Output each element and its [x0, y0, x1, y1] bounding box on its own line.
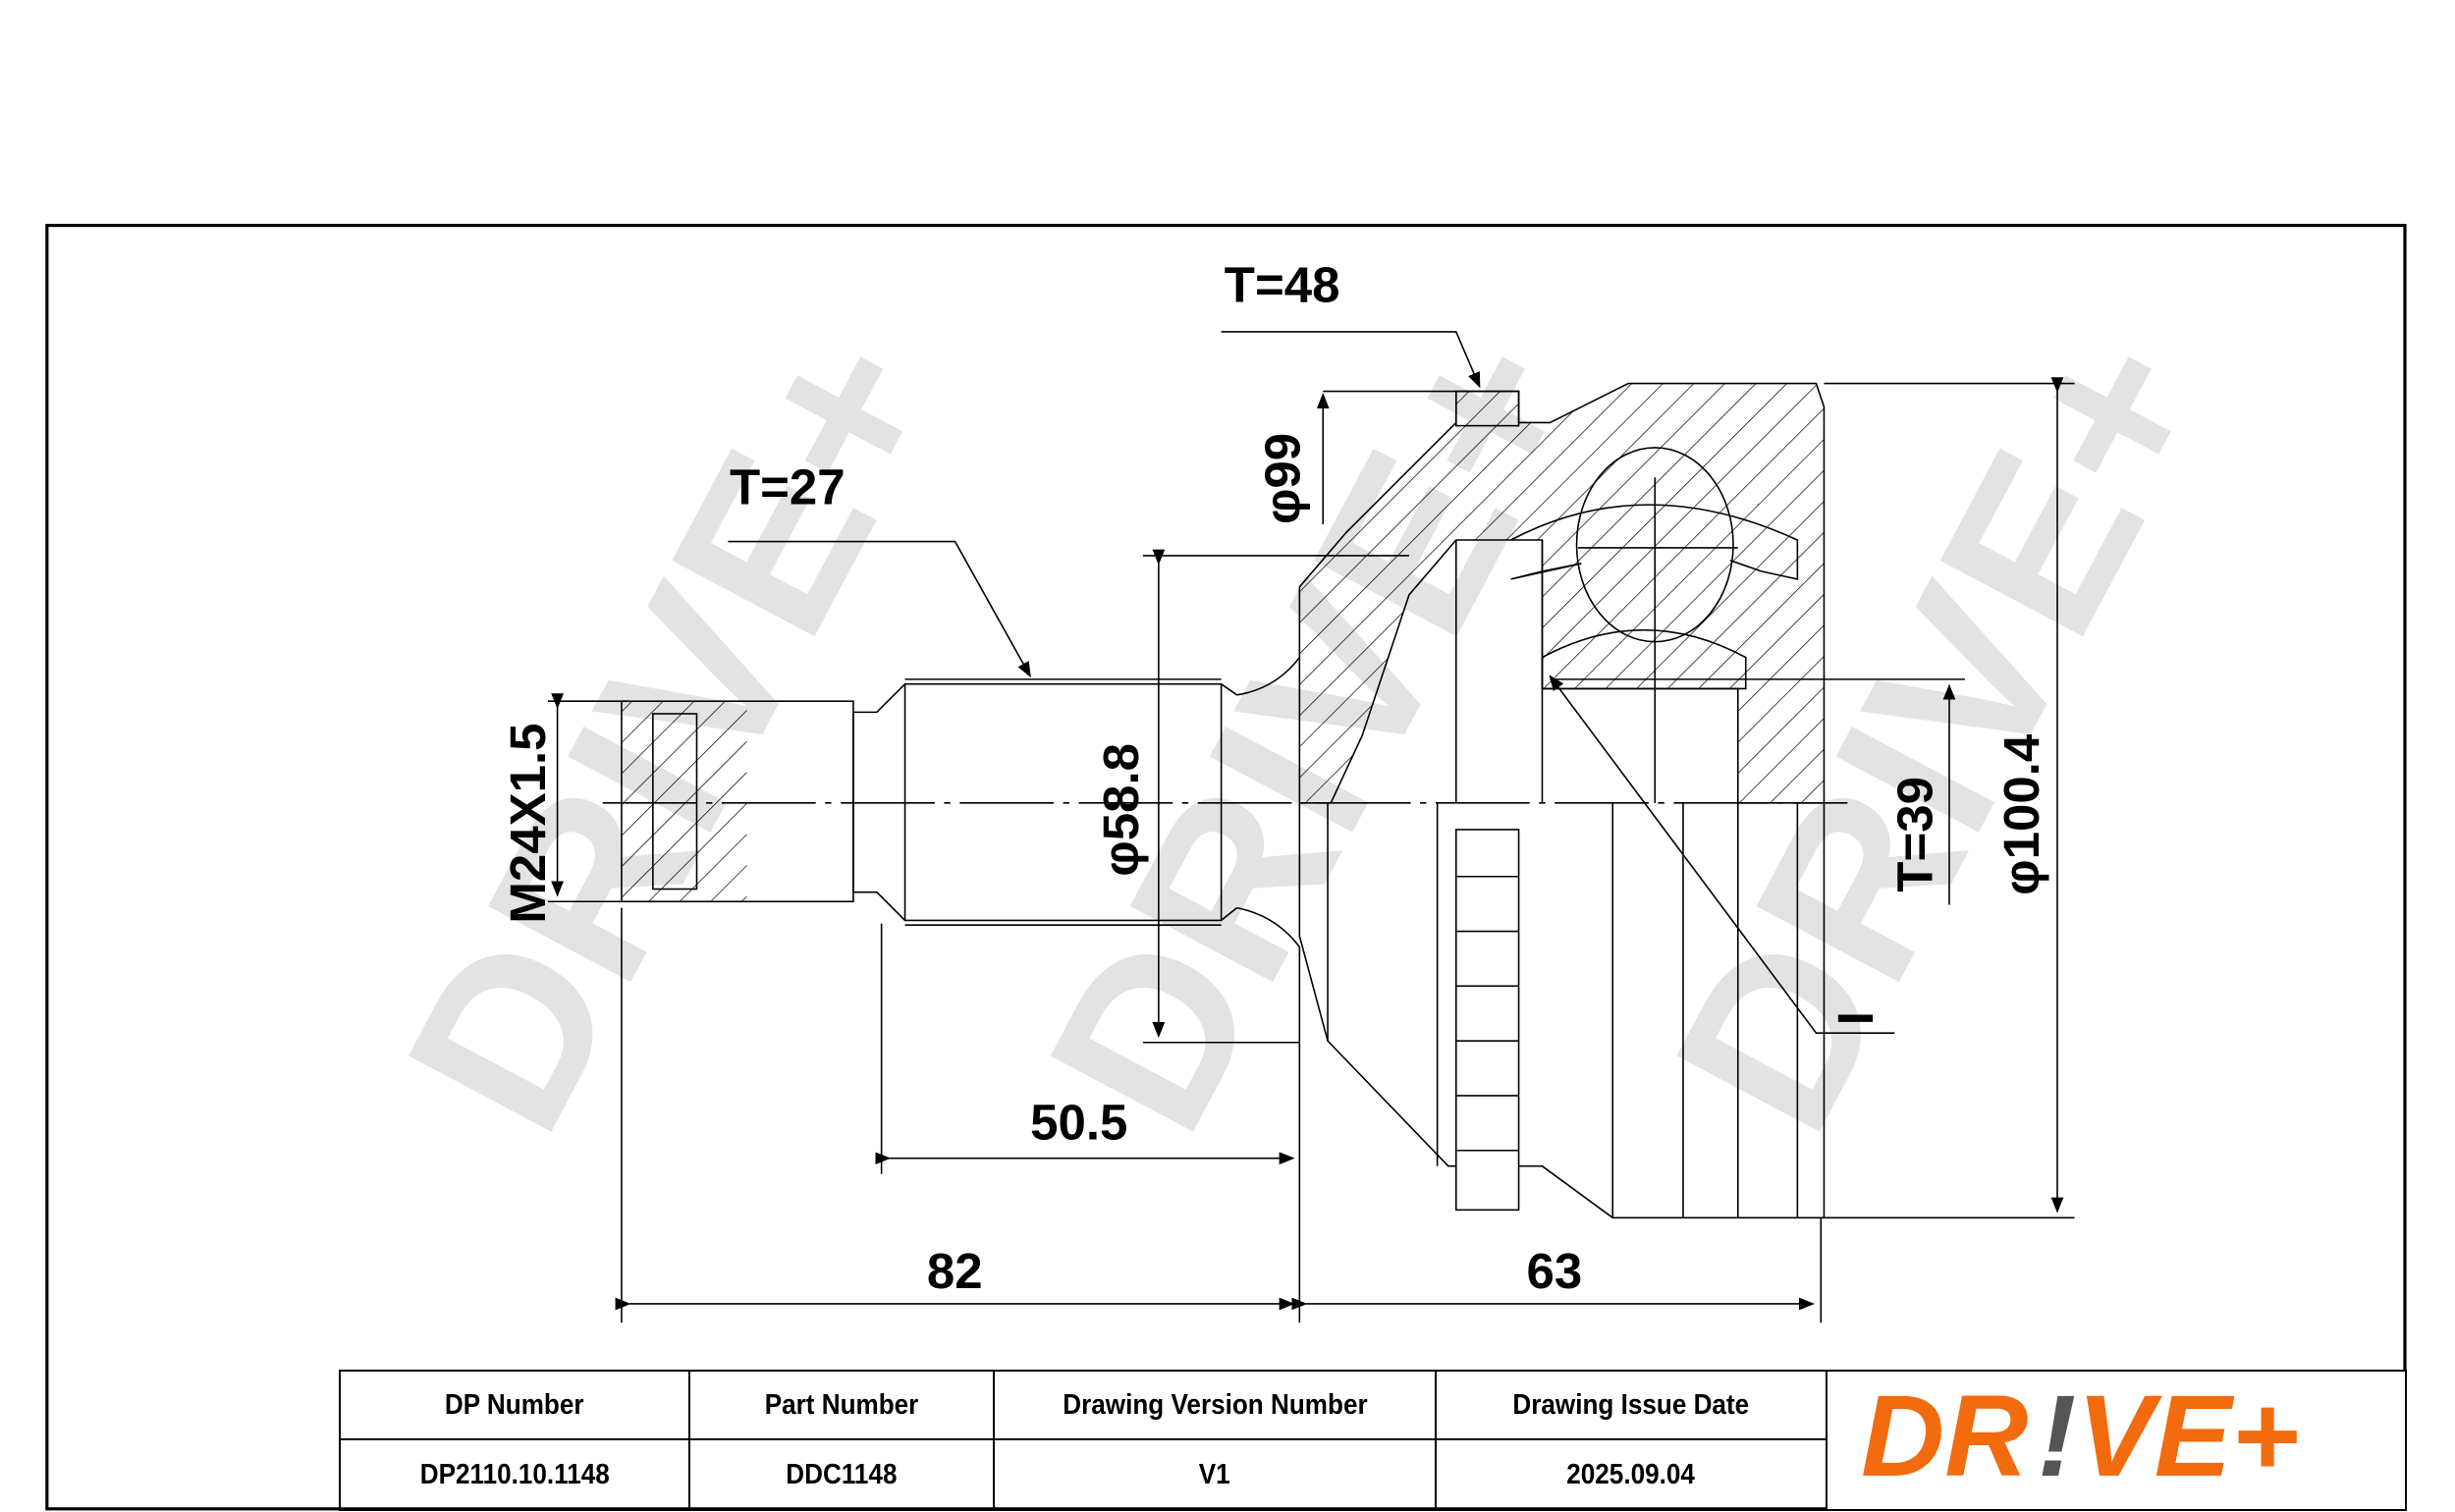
title-block: DP Number Part Number Drawing Version Nu…: [339, 1370, 2407, 1511]
leader-t27: [728, 540, 1031, 678]
value-dp-number: DP2110.10.1148: [339, 1438, 690, 1511]
logo-text-dr: DR: [1861, 1377, 2028, 1495]
value-drawing-version: V1: [993, 1438, 1437, 1511]
header-drawing-version: Drawing Version Number: [993, 1370, 1437, 1440]
abs-ring-teeth: [1455, 875, 1519, 1152]
marker-i: I: [1828, 1011, 1883, 1025]
drive-plus-logo-icon: DR ! VE+: [1861, 1372, 2299, 1501]
header-dp-number: DP Number: [339, 1370, 690, 1440]
dim-thread: M24X1.5: [500, 723, 556, 923]
value-part-number: DDC1148: [688, 1438, 995, 1511]
logo-text-bang: !: [2038, 1377, 2076, 1495]
dim-50-5: 50.5: [1030, 1095, 1127, 1151]
logo-text-ve: VE+: [2077, 1377, 2299, 1495]
dim-phi100-4: φ100.4: [1993, 733, 2049, 895]
dim-82: 82: [927, 1243, 983, 1299]
thread-stub: [621, 657, 1300, 947]
dim-t27: T=27: [730, 459, 846, 514]
dim-63: 63: [1527, 1243, 1583, 1299]
abs-ring: [1454, 829, 1520, 1212]
dim-phi58-8: φ58.8: [1093, 743, 1149, 877]
brand-logo: DR ! VE+: [1826, 1370, 2407, 1511]
dim-t48: T=48: [1225, 257, 1340, 313]
dim-phi99: φ99: [1254, 433, 1310, 524]
header-part-number: Part Number: [688, 1370, 995, 1440]
leader-t48: [1221, 331, 1481, 389]
housing: [1298, 382, 1826, 1219]
value-issue-date: 2025.09.04: [1435, 1438, 1828, 1511]
header-issue-date: Drawing Issue Date: [1435, 1370, 1828, 1440]
dim-t39: T=39: [1886, 777, 1942, 892]
